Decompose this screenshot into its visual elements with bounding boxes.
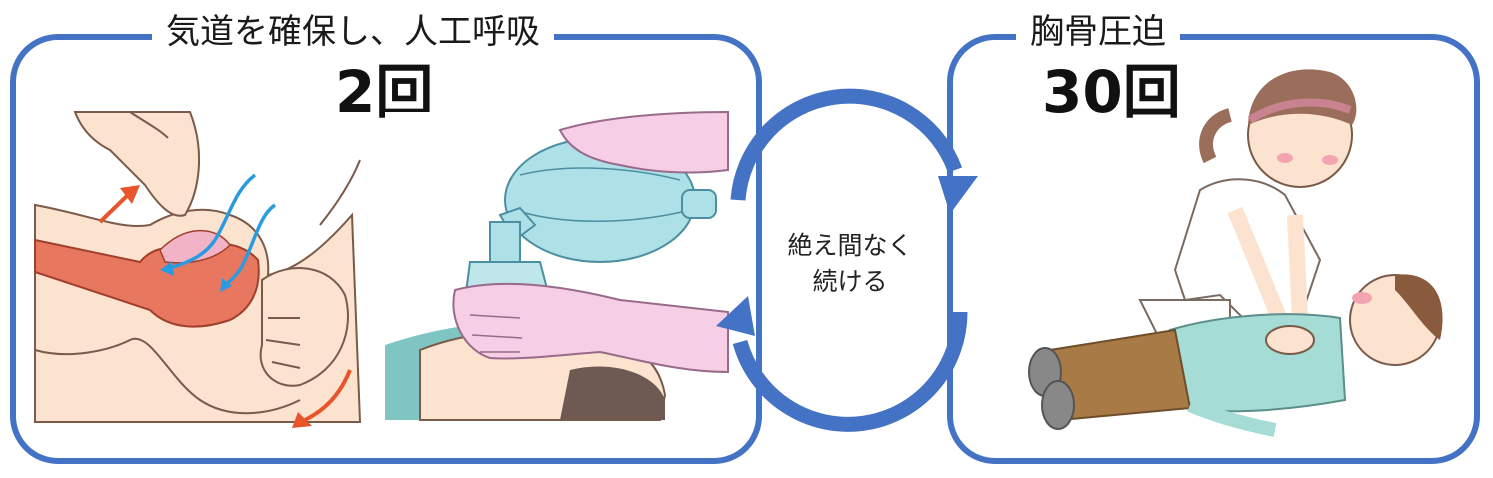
cpr-illustration xyxy=(1028,69,1443,437)
bag-valve-mask-illustration xyxy=(385,110,729,422)
airway-illustration xyxy=(34,111,362,428)
compression-count: 30回 xyxy=(1042,58,1181,126)
breathing-title: 気道を確保し、人工呼吸 xyxy=(152,12,554,52)
cycle-label: 絶え間なく 続ける xyxy=(760,228,940,300)
compression-title: 胸骨圧迫 xyxy=(1016,12,1180,52)
cycle-label-line1: 絶え間なく xyxy=(787,231,913,260)
cycle-label-line2: 続ける xyxy=(812,267,888,296)
cycle-arrows-icon xyxy=(716,88,978,432)
